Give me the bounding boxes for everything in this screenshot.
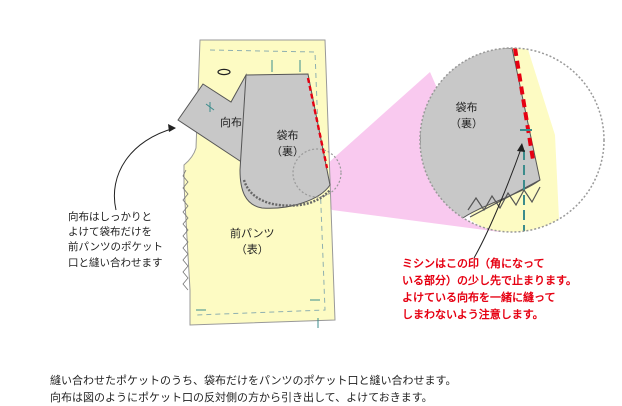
left-note-line: 向布はしっかりと <box>68 211 152 223</box>
warning-line: しまわないよう注意します。 <box>402 308 544 322</box>
left-note-arrow-head <box>168 124 176 132</box>
facing-label: 向布 <box>220 115 242 131</box>
left-note: 向布はしっかりと よけて袋布だけを 前パンツのポケット 口と縫い合わせます <box>68 210 163 271</box>
warning-arrow-head <box>517 143 525 152</box>
warning-line: ミシンはこの印（角になって <box>402 257 545 270</box>
left-note-arrow <box>113 127 176 211</box>
pocket-bag-label-line1: 袋布 <box>276 129 299 142</box>
caption-line: 縫い合わせたポケットのうち、袋布だけをパンツのポケット口と縫い合わせます。 <box>50 374 457 387</box>
stitch-line <box>306 77 329 169</box>
left-note-line: 口と縫い合わせます <box>68 256 163 269</box>
front-pants-label-line2: （表） <box>235 242 269 256</box>
left-note-line: 前パンツのポケット <box>68 241 164 254</box>
facing-label-text: 向布 <box>220 116 242 129</box>
front-pants-label: 前パンツ （表） <box>230 226 275 258</box>
zoom-detail <box>420 48 604 232</box>
warning-line: いる部分）の少し先で止まります。 <box>402 274 577 288</box>
facing-piece <box>177 73 247 166</box>
left-note-line: よけて袋布だけを <box>68 226 152 239</box>
warning-arrow <box>473 145 523 259</box>
pants-notches <box>196 60 320 328</box>
warning-line: よけている向布を一緒に縫って <box>402 291 556 305</box>
pocket-bag-label: 袋布 （裏） <box>271 128 304 160</box>
pocket-bag-label-line2: （裏） <box>271 144 304 158</box>
caption: 縫い合わせたポケットのうち、袋布だけをパンツのポケット口と縫い合わせます。 向布… <box>50 372 456 406</box>
pocket-bag <box>239 73 331 209</box>
button-mark <box>217 68 231 76</box>
pants-overlock-edge <box>182 169 189 291</box>
zoom-source-circle <box>292 148 342 198</box>
zoom-circle <box>419 47 605 233</box>
front-pants-label-line1: 前パンツ <box>230 227 275 240</box>
facing-notches <box>205 102 215 112</box>
zoom-pocket-label-line1: 袋布 <box>455 101 478 114</box>
warning-note: ミシンはこの印（角になって いる部分）の少し先で止まります。 よけている向布を一… <box>402 255 577 323</box>
zoom-pocket-label-line2: （裏） <box>450 116 483 130</box>
caption-line: 向布は図のようにポケット口の反対側の方から引き出して、よけておきます。 <box>50 391 433 405</box>
pocket-overlock <box>242 179 331 207</box>
zoom-pocket-label: 袋布 （裏） <box>450 100 483 132</box>
